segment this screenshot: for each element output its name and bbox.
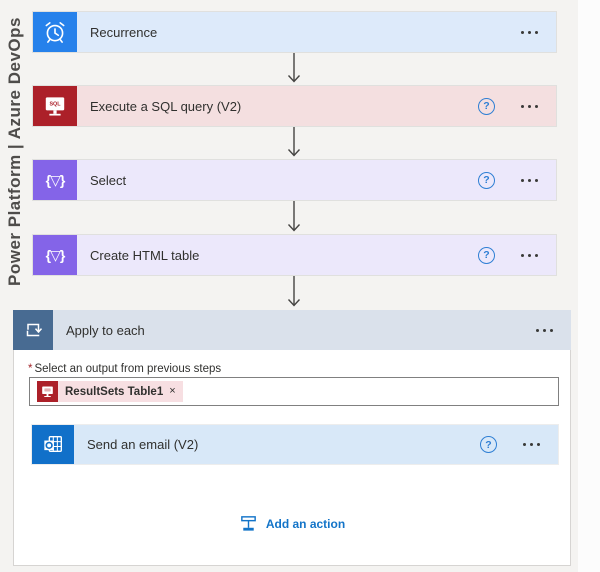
card-select[interactable]: {▽} Select ?	[33, 160, 556, 200]
ellipsis-menu-icon[interactable]	[517, 248, 542, 263]
braces-glyph: {▽}	[45, 171, 66, 188]
card-title: Execute a SQL query (V2)	[90, 98, 242, 114]
sql-monitor-icon	[37, 381, 58, 402]
required-marker: *	[28, 363, 33, 375]
ellipsis-menu-icon[interactable]	[517, 99, 542, 114]
data-operation-braces-icon: {▽}	[33, 235, 77, 275]
connector-arrow-icon	[287, 53, 301, 83]
ellipsis-menu-icon[interactable]	[517, 25, 542, 40]
card-recurrence[interactable]: Recurrence	[33, 12, 556, 52]
data-operation-braces-icon: {▽}	[33, 160, 77, 200]
card-title: Create HTML table	[90, 247, 200, 263]
alarm-clock-icon	[33, 12, 77, 52]
loop-repeat-icon	[13, 310, 53, 350]
card-apply-to-each[interactable]: Apply to each	[13, 310, 571, 350]
add-action-label: Add an action	[265, 516, 346, 531]
help-icon[interactable]: ?	[478, 171, 495, 189]
outlook-email-icon	[32, 425, 74, 464]
card-title: Recurrence	[90, 24, 158, 40]
card-title: Send an email (V2)	[87, 437, 199, 452]
connector-arrow-icon	[287, 127, 301, 157]
ellipsis-menu-icon[interactable]	[532, 323, 557, 338]
card-create-html-table[interactable]: {▽} Create HTML table ?	[33, 235, 556, 275]
card-sql-query[interactable]: SQL Execute a SQL query (V2) ?	[33, 86, 556, 126]
card-title: Apply to each	[66, 322, 145, 338]
sql-monitor-icon: SQL	[33, 86, 77, 126]
help-icon[interactable]: ?	[480, 436, 497, 453]
help-icon[interactable]: ?	[478, 97, 495, 115]
token-label: ResultSets Table1	[65, 385, 164, 398]
add-action-button[interactable]: Add an action	[14, 514, 570, 533]
ellipsis-menu-icon[interactable]	[517, 173, 542, 188]
ellipsis-menu-icon[interactable]	[519, 437, 544, 452]
canvas-right-margin	[578, 0, 600, 572]
add-action-icon	[240, 516, 256, 531]
apply-to-each-container: Apply to each *Select an output from pre…	[13, 310, 571, 566]
output-selection-input[interactable]: ResultSets Table1 ×	[29, 377, 559, 406]
card-title: Select	[90, 172, 127, 188]
watermark-text: Power Platform | Azure DevOps	[5, 17, 24, 287]
connector-arrow-icon	[287, 201, 301, 232]
braces-glyph: {▽}	[45, 246, 66, 263]
card-send-email[interactable]: Send an email (V2) ?	[32, 425, 558, 464]
output-field-label: *Select an output from previous steps	[28, 363, 221, 375]
help-icon[interactable]: ?	[478, 246, 495, 264]
token-remove-icon[interactable]: ×	[169, 385, 176, 397]
sql-icon-text: SQL	[49, 102, 61, 108]
connector-arrow-icon	[287, 276, 301, 307]
field-label-text: Select an output from previous steps	[34, 363, 222, 375]
resultsets-token[interactable]: ResultSets Table1 ×	[37, 381, 183, 402]
